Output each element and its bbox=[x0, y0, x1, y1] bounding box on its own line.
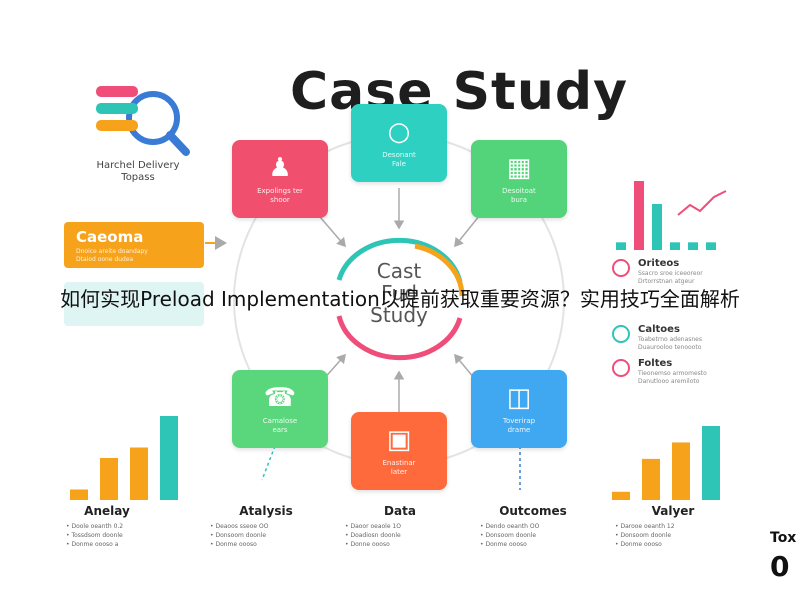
bar bbox=[70, 489, 88, 500]
bar-chart-left bbox=[70, 416, 178, 500]
node-chat[interactable]: ○ Desonant Fale bbox=[351, 104, 447, 182]
node-label: Enastinar later bbox=[382, 459, 416, 476]
bag-icon: ▣ bbox=[386, 425, 412, 455]
corner-value: 0 bbox=[770, 550, 790, 583]
bar bbox=[130, 447, 148, 500]
bar bbox=[688, 242, 698, 250]
bar bbox=[160, 416, 178, 500]
corner-label: Tox bbox=[770, 530, 797, 546]
magnifier-logo-icon bbox=[96, 86, 190, 156]
bar bbox=[612, 491, 630, 500]
center-hub-label: Cast Fud Study bbox=[370, 259, 428, 327]
globe-icon bbox=[612, 325, 630, 343]
callout-title: Caeoma bbox=[76, 228, 144, 246]
bar bbox=[670, 242, 680, 250]
callout-subtitle: Dnoice areite doandapy Dtaiod oone dudea bbox=[76, 248, 148, 263]
node-person[interactable]: ♟ Expolings ter shoor bbox=[232, 140, 328, 218]
column-bullets: • Dendo oeanth OO • Donsoom doonle • Don… bbox=[480, 523, 540, 548]
legend-subtitle: Tieonemso armomesto Danutlooo aremiloto bbox=[638, 370, 707, 385]
column-bullets: • Daoor oeaole 1O • Doadiosn doonle • Do… bbox=[345, 523, 401, 548]
person-icon: ♟ bbox=[268, 153, 292, 183]
legend-title: Caltoes bbox=[638, 324, 680, 335]
column-bullets: • Deaoos sseoe OO • Donsoom doonle • Don… bbox=[210, 523, 269, 548]
center-hub: Cast Fud Study bbox=[330, 238, 468, 348]
node-phone[interactable]: ☎ Camalose ears bbox=[232, 370, 328, 448]
column-bullets: • Darooe oeanth 12 • Donsoom doonle • Do… bbox=[615, 523, 675, 548]
node-bag[interactable]: ▣ Enastinar later bbox=[351, 412, 447, 490]
column-label: Outcomes bbox=[499, 504, 567, 518]
node-label: Desoitoat bura bbox=[502, 187, 536, 204]
chat-icon: ○ bbox=[387, 117, 411, 147]
node-label: Desonant Fale bbox=[382, 151, 416, 168]
bar-chart-right bbox=[612, 426, 720, 500]
check-icon bbox=[612, 359, 630, 377]
callout-teal bbox=[64, 282, 204, 326]
column-label: Atalysis bbox=[239, 504, 293, 518]
legend-subtitle: Toabetrno adenasnes Duaurooloo tenoooto bbox=[638, 336, 702, 351]
mini-chart bbox=[616, 181, 727, 250]
legend-title: Foltes bbox=[638, 358, 673, 369]
bar bbox=[702, 426, 720, 500]
page-title: Case Study bbox=[290, 62, 629, 122]
column-bullets: • Doole oeanth 0.2 • Tossdsom doonle • D… bbox=[66, 523, 124, 548]
column-label: Data bbox=[384, 504, 416, 518]
bar bbox=[652, 204, 662, 250]
trend-line bbox=[677, 190, 727, 216]
logo-caption: Harchel Delivery Topass bbox=[96, 160, 180, 183]
bar bbox=[616, 242, 626, 250]
node-label: Toverirap drame bbox=[502, 417, 536, 434]
box-icon: ◫ bbox=[506, 383, 532, 413]
node-cube[interactable]: ▦ Desoitoat bura bbox=[471, 140, 567, 218]
bar bbox=[100, 458, 118, 500]
overlay-banner: 如何实现Preload Implementation以提前获取重要资源？实用技巧… bbox=[60, 287, 740, 311]
cube-icon: ▦ bbox=[506, 153, 532, 183]
node-label: Camalose ears bbox=[262, 417, 298, 434]
column-label: Valyer bbox=[651, 504, 695, 518]
bar bbox=[706, 242, 716, 250]
node-box[interactable]: ◫ Toverirap drame bbox=[471, 370, 567, 448]
bar bbox=[672, 442, 690, 500]
record-icon bbox=[612, 259, 630, 277]
bar bbox=[642, 458, 660, 500]
node-label: Expolings ter shoor bbox=[257, 187, 303, 204]
bar bbox=[634, 181, 644, 250]
phone-icon: ☎ bbox=[263, 383, 297, 413]
column-label: Anelay bbox=[84, 504, 130, 518]
legend-title: Oriteos bbox=[638, 258, 680, 269]
callout-orange: Caeoma Dnoice areite doandapy Dtaiod oon… bbox=[64, 222, 204, 268]
legend-subtitle: Ssacro sroe iceeoreor Drtorrstnan atgeur bbox=[638, 270, 703, 285]
